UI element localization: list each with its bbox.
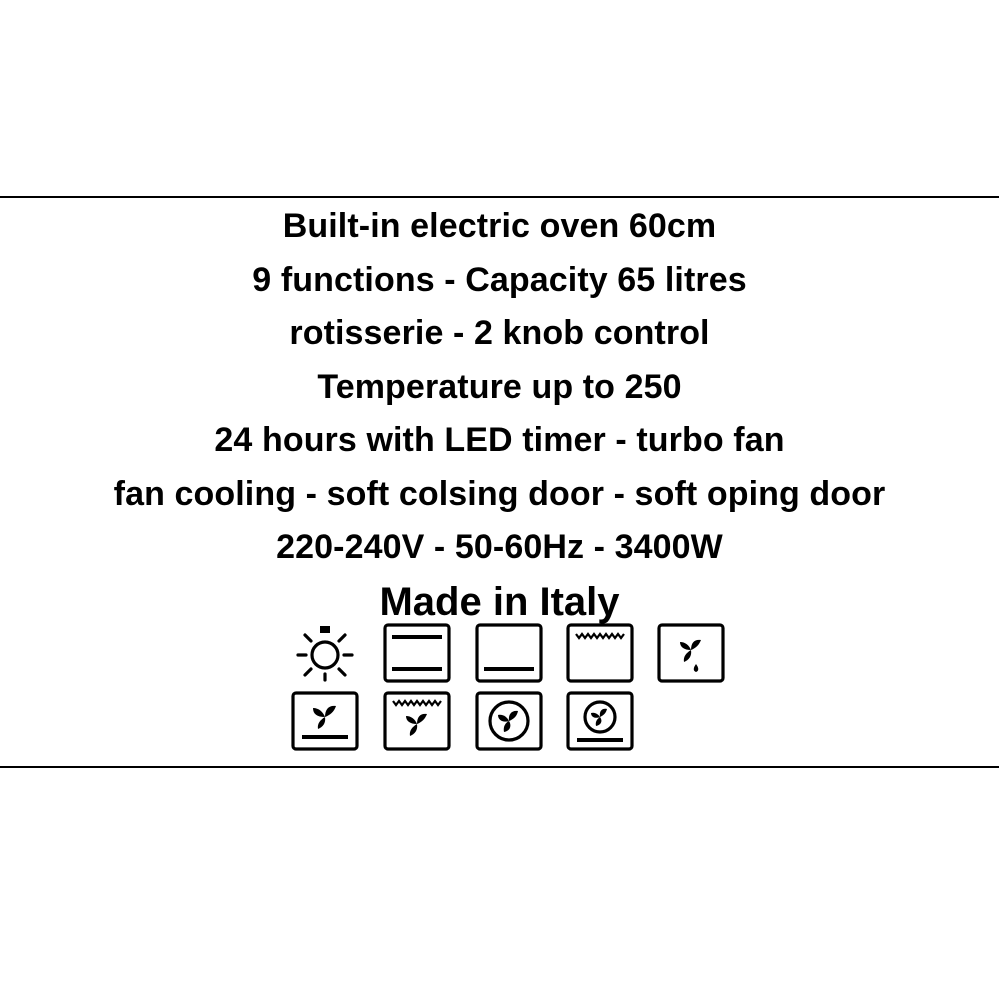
- bottom-divider: [0, 766, 999, 768]
- spec-line-oven-type: Built-in electric oven 60cm: [282, 207, 717, 245]
- spec-line-timer-fan: 24 hours with LED timer - turbo fan: [214, 421, 785, 459]
- bottom-heat-fan-icon: [290, 690, 360, 752]
- top-divider: [0, 196, 999, 198]
- circular-fan-bottom-heat-icon: [565, 690, 635, 752]
- spec-line-rotisserie-controls: rotisserie - 2 knob control: [289, 314, 710, 352]
- spec-line-cooling-doors: fan cooling - soft colsing door - soft o…: [113, 474, 886, 513]
- origin-label: Made in Italy: [379, 580, 620, 624]
- oven-lamp-icon: [290, 622, 360, 684]
- spec-line-temperature: Temperature up to 250: [317, 367, 682, 406]
- spec-line-electrical: 220-240V - 50-60Hz - 3400W: [276, 528, 723, 566]
- spec-line-functions-capacity: 9 functions - Capacity 65 litres: [252, 260, 747, 299]
- grill-icon: [565, 622, 635, 684]
- grill-fan-icon: [382, 690, 452, 752]
- bottom-heat-icon: [474, 622, 544, 684]
- circular-fan-icon: [474, 690, 544, 752]
- fan-defrost-icon: [656, 622, 726, 684]
- spec-list: Built-in electric oven 60cm 9 functions …: [0, 200, 999, 575]
- top-bottom-heat-icon: [382, 622, 452, 684]
